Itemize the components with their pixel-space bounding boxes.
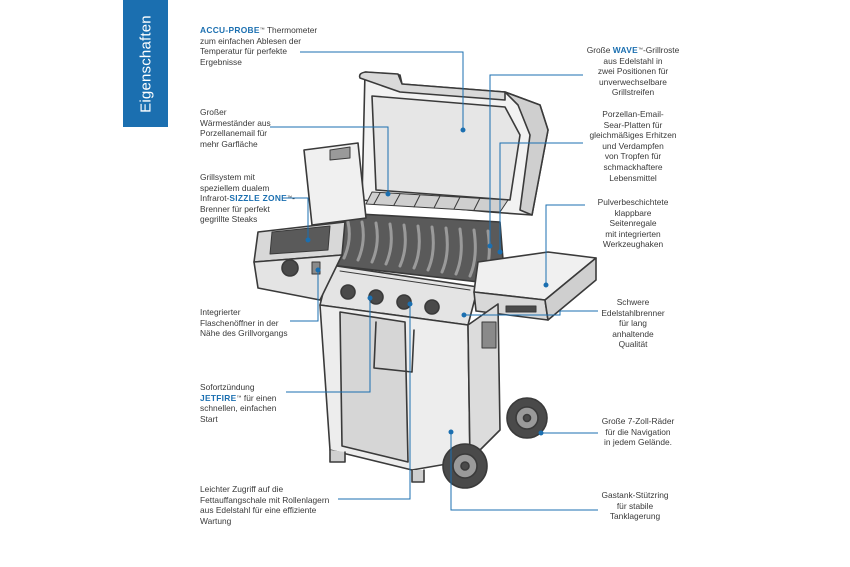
lid-side [504,91,549,216]
brand-wave: WAVE [612,45,638,55]
knob-1 [340,284,356,300]
warming-rack [365,191,509,213]
wheel-front [442,443,488,489]
wheel-back [506,397,548,439]
door-handle [373,321,415,373]
side-burner-lid [303,142,367,226]
brand-sizzle-zone: SIZZLE ZONE [229,193,288,204]
callout-tank-support: Gastank-Stützring für stabile Tanklageru… [601,490,669,522]
callout-accu-probe: ACCU-PROBE™ Thermometer zum einfachen Ab… [200,25,318,67]
callout-bottle-opener: Integrierter Flaschenöffner in der Nähe … [200,307,288,339]
bottle-opener [311,261,321,275]
callout-wave-grids: Große WAVE™-Grillroste aus Edelstahl in … [586,45,680,98]
callout-burners: Schwere Edelstahlbrenner für lang anhalt… [601,297,665,350]
callout-warming-rack: Großer Wärmeständer aus Porzellanemail f… [200,107,271,149]
callout-sizzle-zone: Grillsystem mit speziellem dualem Infrar… [200,172,295,225]
callout-side-shelves: Pulverbeschichtete klappbare Seitenregal… [597,197,669,250]
callout-wheels: Große 7-Zoll-Räder für die Navigation in… [601,416,675,448]
lid-handle [358,71,506,101]
callout-grease-tray: Leichter Zugriff auf die Fettauffangscha… [200,484,330,526]
side-tab: Eigenschaften [123,0,168,127]
side-knob [281,259,299,277]
brand-jetfire: JETFIRE [200,392,237,403]
callout-jetfire: Sofortzündung JETFIRE™ für einen schnell… [200,382,277,424]
knob-4 [424,299,440,315]
brand-accu-probe: ACCU-PROBE [200,25,260,35]
cart-door [339,311,409,463]
callout-sear-plates: Porzellan-Email- Sear-Platten für gleich… [589,109,677,183]
lid-inner [371,95,521,201]
